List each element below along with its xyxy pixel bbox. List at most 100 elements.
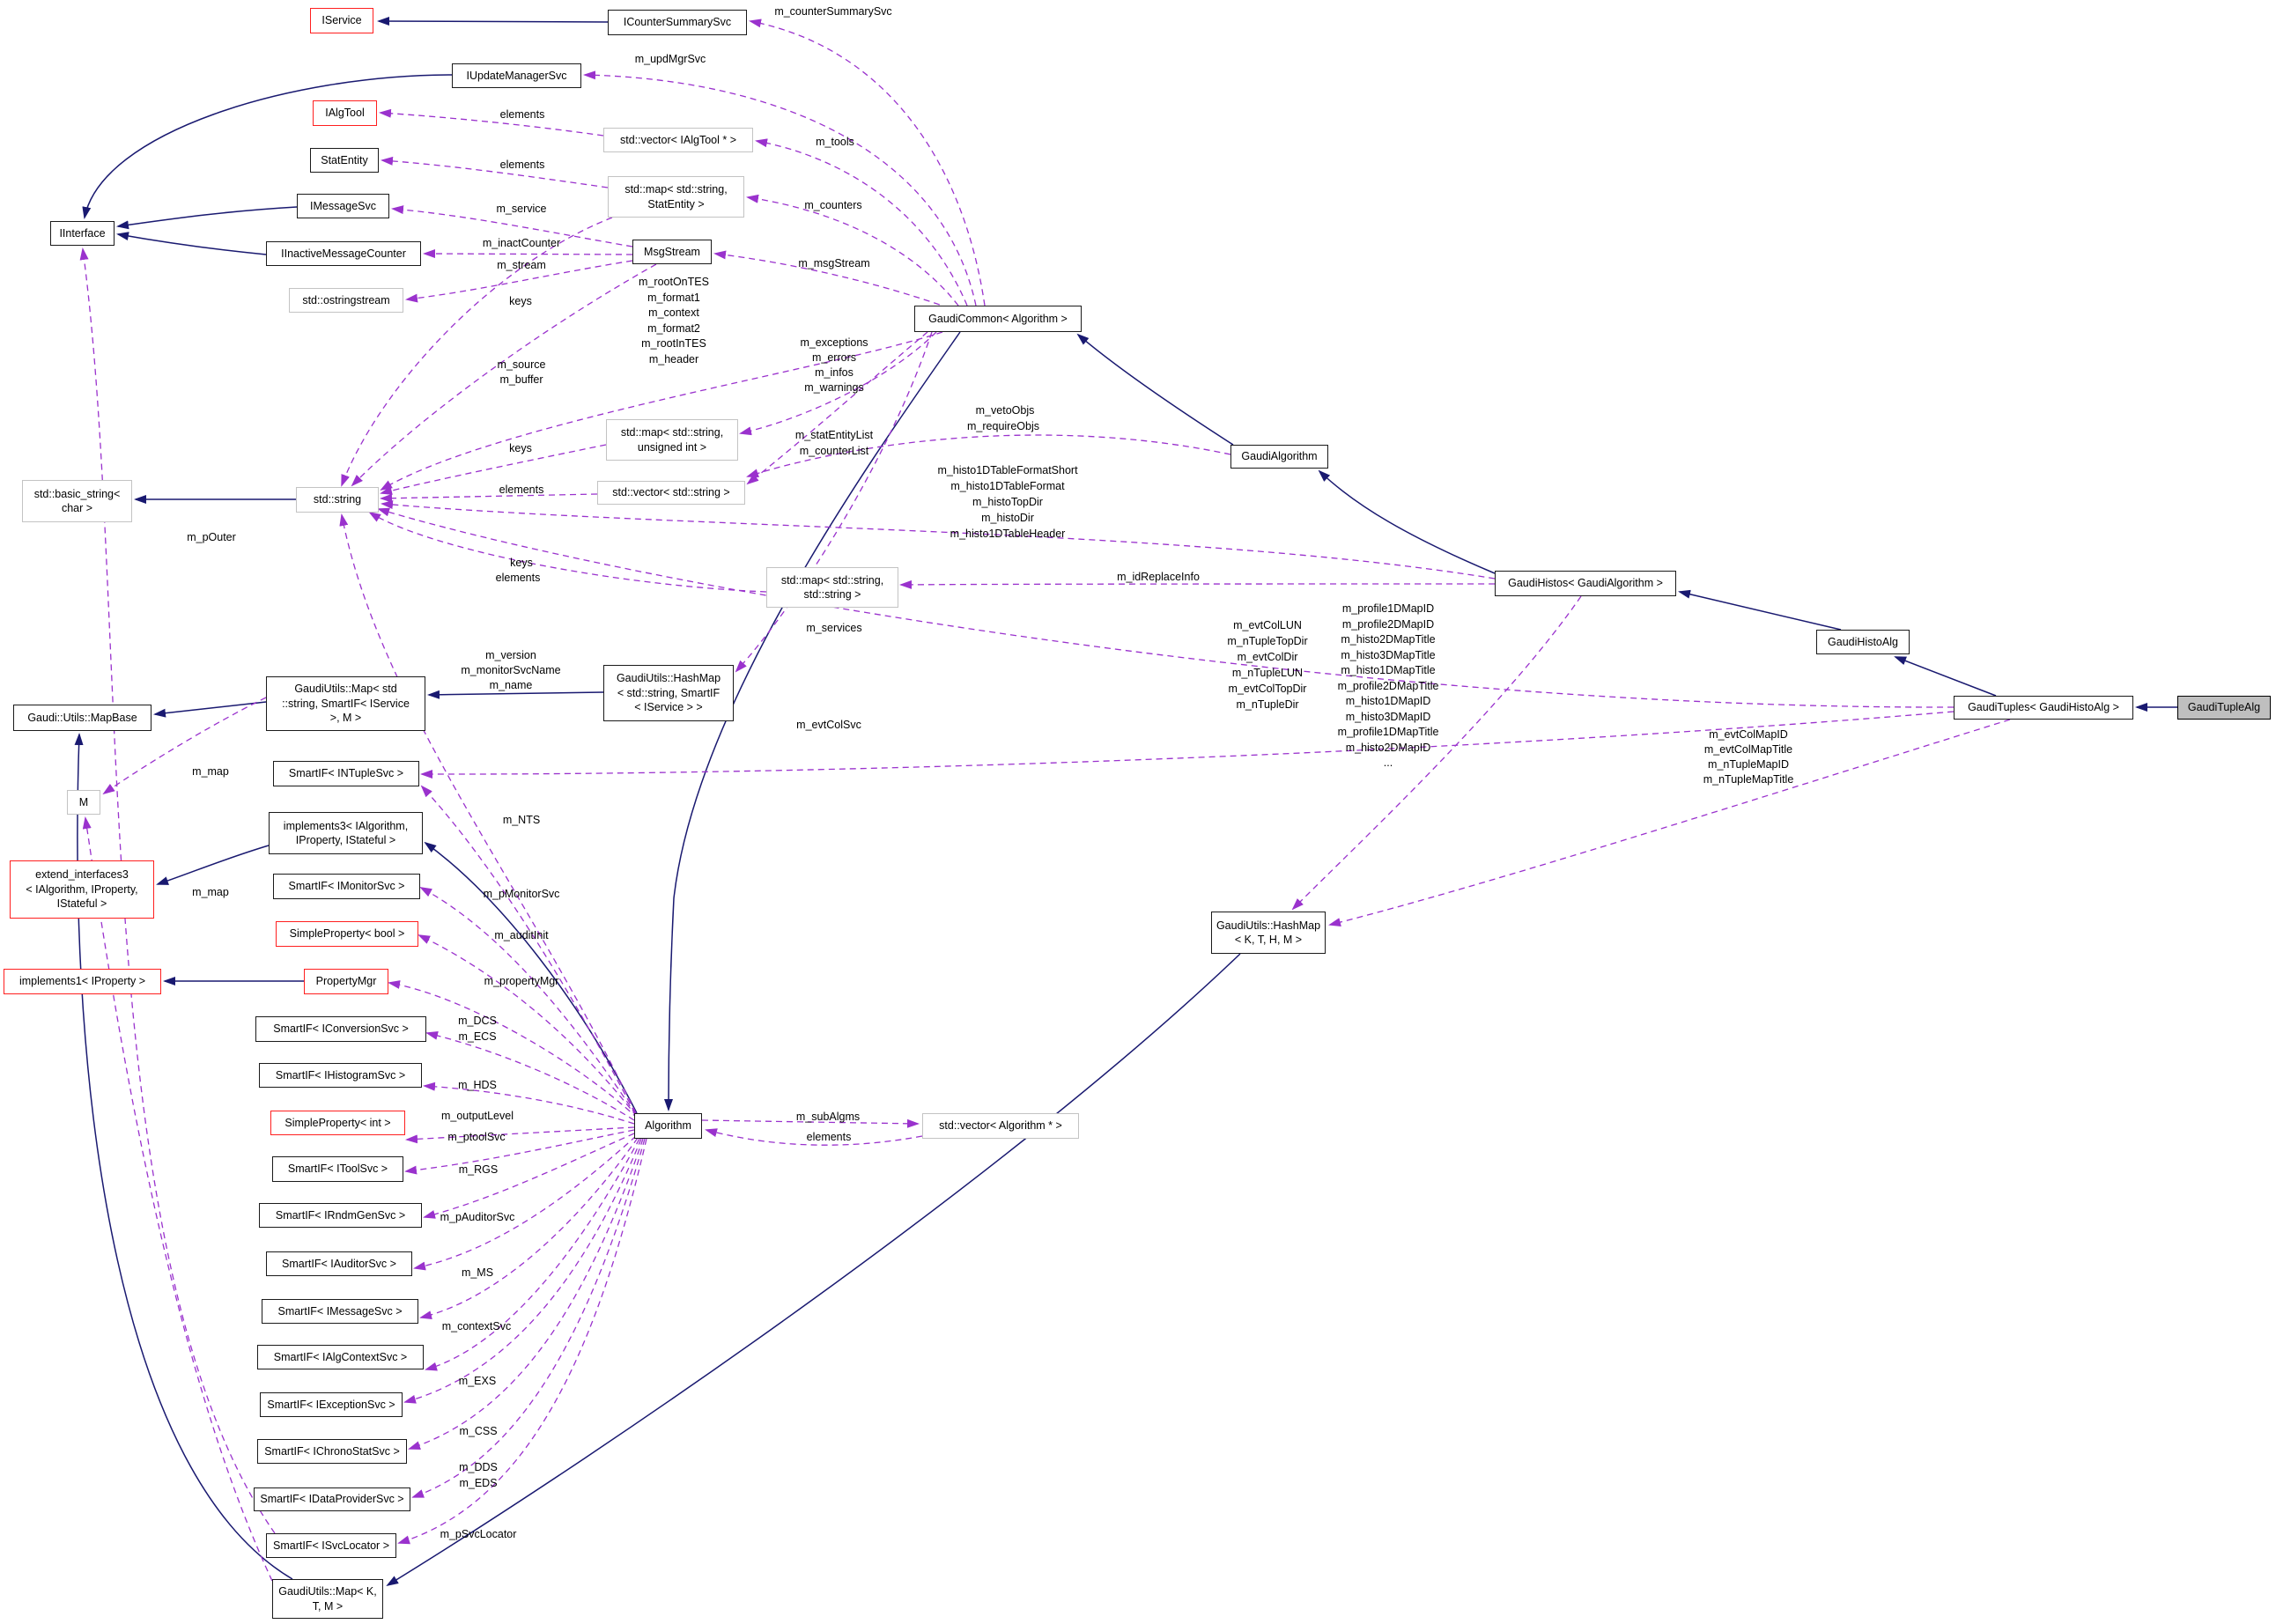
edge-algorithm-to-smartif_imonitorsvc <box>419 887 637 1116</box>
class-node-basic_string[interactable]: std::basic_string< char > <box>22 480 132 522</box>
edge-gaudiutils_map_svc-to-m_box <box>102 697 267 795</box>
edge-gaudiutils_map_svc-to-mapbase <box>153 701 267 718</box>
class-node-smartif_iauditorsvc[interactable]: SmartIF< IAuditorSvc > <box>266 1251 412 1276</box>
class-node-implements1[interactable]: implements1< IProperty > <box>4 969 161 994</box>
class-node-icountersummarysvc[interactable]: ICounterSummarySvc <box>608 10 747 35</box>
class-node-map_statentity[interactable]: std::map< std::string, StatEntity > <box>608 176 744 218</box>
class-node-smartif_iconversionsvc[interactable]: SmartIF< IConversionSvc > <box>255 1016 426 1042</box>
edge-algorithm-to-propertymgr <box>388 980 639 1119</box>
edge-gaudicommon-to-map_statentity <box>746 194 959 306</box>
class-node-simpleproperty_int[interactable]: SimpleProperty< int > <box>270 1111 405 1135</box>
edge-vec_algorithm-to-algorithm <box>705 1128 923 1146</box>
class-node-hashmap_svc[interactable]: GaudiUtils::HashMap < std::string, Smart… <box>603 665 734 721</box>
class-node-gaudialgorithm[interactable]: GaudiAlgorithm <box>1230 445 1328 469</box>
class-node-m_box[interactable]: M <box>67 790 100 815</box>
class-node-smartif_itoolsvc[interactable]: SmartIF< IToolSvc > <box>272 1156 403 1182</box>
class-node-gauditumplealg[interactable]: GaudiTupleAlg <box>2177 696 2271 720</box>
edge-gaudicommon-to-vec_ialgtool <box>755 138 968 306</box>
edge-gaudihistos-to-map_ss <box>899 579 1496 589</box>
edge-algorithm-to-smartif_ichronostatsvc <box>408 1138 644 1450</box>
class-node-smartif_idataprovidersvc[interactable]: SmartIF< IDataProviderSvc > <box>254 1487 410 1511</box>
class-node-smartif_irndmgensvc[interactable]: SmartIF< IRndmGenSvc > <box>259 1203 422 1228</box>
edge-algorithm-to-smartif_itoolsvc <box>404 1129 635 1175</box>
class-node-smartif_imessagesvc2[interactable]: SmartIF< IMessageSvc > <box>262 1299 418 1324</box>
edge-map_uint-to-stdstring <box>380 444 607 495</box>
class-node-smartif_ialgcontextsvc[interactable]: SmartIF< IAlgContextSvc > <box>257 1345 424 1369</box>
edge-gaudihistos-to-hashmap_kthm <box>1291 595 1582 911</box>
edge-gaudiutils_map_ktm-to-m_box <box>82 816 273 1582</box>
edge-gaudicommon-to-iupdatemanagersvc <box>583 70 977 306</box>
class-node-propertymgr[interactable]: PropertyMgr <box>304 969 388 994</box>
class-node-implements3[interactable]: implements3< IAlgorithm, IProperty, ISta… <box>269 812 423 854</box>
edge-algorithm-to-smartif_iauditorsvc <box>413 1135 637 1271</box>
edge-gaudicommon-to-msgstream <box>713 250 950 309</box>
class-node-gaudituples[interactable]: GaudiTuples< GaudiHistoAlg > <box>1954 696 2133 720</box>
class-node-gaudicommon[interactable]: GaudiCommon< Algorithm > <box>914 306 1082 332</box>
class-node-stdstring[interactable]: std::string <box>296 487 379 513</box>
class-node-vec_algorithm[interactable]: std::vector< Algorithm * > <box>922 1113 1079 1139</box>
edge-algorithm-to-smartif_iexceptionsvc <box>403 1138 642 1404</box>
class-node-smartif_ichronostatsvc[interactable]: SmartIF< IChronoStatSvc > <box>257 1439 407 1464</box>
class-node-mapbase[interactable]: Gaudi::Utils::MapBase <box>13 705 151 731</box>
edge-msgstream-to-imessagesvc <box>391 205 633 247</box>
class-node-extend_interfaces3[interactable]: extend_interfaces3 < IAlgorithm, IProper… <box>10 860 154 919</box>
class-node-ostringstream[interactable]: std::ostringstream <box>289 288 403 313</box>
edge-algorithm-to-smartif_imessagesvc2 <box>419 1137 639 1320</box>
class-node-map_ss[interactable]: std::map< std::string, std::string > <box>766 567 898 608</box>
class-node-simpleproperty_bool[interactable]: SimpleProperty< bool > <box>276 921 418 947</box>
edge-algorithm-to-vec_algorithm <box>701 1118 920 1128</box>
class-node-msgstream[interactable]: MsgStream <box>632 240 712 264</box>
class-node-gaudihistos[interactable]: GaudiHistos< GaudiAlgorithm > <box>1495 571 1676 596</box>
class-node-gaudihistoalg[interactable]: GaudiHistoAlg <box>1816 630 1910 654</box>
class-node-smartif_imonitorsvc[interactable]: SmartIF< IMonitorSvc > <box>273 874 420 899</box>
class-node-gaudiutils_map_ktm[interactable]: GaudiUtils::Map< K, T, M > <box>272 1579 383 1619</box>
class-node-iservice[interactable]: IService <box>310 8 373 33</box>
class-node-ialgtool[interactable]: IAlgTool <box>313 100 377 126</box>
edge-gaudialgorithm-to-gaudicommon <box>1076 333 1234 446</box>
class-node-smartif_ihistogramsvc[interactable]: SmartIF< IHistogramSvc > <box>259 1063 422 1088</box>
edge-implements3-to-extend_interfaces3 <box>156 845 270 885</box>
class-node-iinactivemessagecounter[interactable]: IInactiveMessageCounter <box>266 241 421 266</box>
edge-algorithm-to-simpleproperty_bool <box>418 934 638 1118</box>
class-node-iinterface[interactable]: IInterface <box>50 221 115 246</box>
edge-gaudicommon-to-map_uint <box>739 331 937 436</box>
edge-algorithm-to-smartif_isvclocator <box>397 1138 647 1545</box>
edge-algorithm-to-simpleproperty_int <box>405 1126 635 1144</box>
edge-msgstream-to-stdstring <box>351 263 657 487</box>
edge-icountersummarysvc-to-iservice <box>377 17 609 26</box>
edge-algorithm-to-implements3 <box>424 841 638 1114</box>
edge-map_ss-to-stdstring <box>368 511 767 593</box>
class-node-vec_string[interactable]: std::vector< std::string > <box>597 481 745 505</box>
class-node-smartif_iexceptionsvc[interactable]: SmartIF< IExceptionSvc > <box>260 1392 403 1417</box>
edge-iupdatemanagersvc-to-iinterface <box>82 74 453 219</box>
edge-msgstream-to-ostringstream <box>405 260 633 303</box>
edge-algorithm-to-smartif_idataprovidersvc <box>411 1138 646 1498</box>
class-node-gaudiutils_map_svc[interactable]: GaudiUtils::Map< std ::string, SmartIF< … <box>266 676 425 731</box>
class-node-smartif_intuplesvc[interactable]: SmartIF< INTupleSvc > <box>273 761 419 786</box>
class-node-statentity[interactable]: StatEntity <box>310 148 379 173</box>
edge-gaudicommon-to-hashmap_svc <box>735 331 933 673</box>
edge-smartif_isvclocator-to-iinterface <box>79 247 276 1534</box>
edge-map_statentity-to-stdstring <box>341 217 613 487</box>
edge-map_statentity-to-statentity <box>381 156 609 188</box>
edge-gaudituples-to-gaudihistoalg <box>1894 656 1997 697</box>
class-node-iupdatemanagersvc[interactable]: IUpdateManagerSvc <box>452 63 581 88</box>
edge-gaudituples-to-hashmap_kthm <box>1328 719 2011 926</box>
class-node-imessagesvc[interactable]: IMessageSvc <box>297 194 389 218</box>
edge-vec_string-to-stdstring <box>380 493 598 503</box>
class-node-algorithm[interactable]: Algorithm <box>634 1113 702 1139</box>
class-node-hashmap_kthm[interactable]: GaudiUtils::HashMap < K, T, H, M > <box>1211 912 1326 954</box>
edge-gaudihistoalg-to-gaudihistos <box>1678 589 1842 631</box>
class-node-map_uint[interactable]: std::map< std::string, unsigned int > <box>606 419 738 461</box>
edge-gaudicommon-to-icountersummarysvc <box>749 18 986 306</box>
edge-hashmap_svc-to-gaudiutils_map_svc <box>427 690 604 699</box>
edge-msgstream-to-iinactivemessagecounter <box>423 249 633 259</box>
class-node-vec_ialgtool[interactable]: std::vector< IAlgTool * > <box>603 128 753 152</box>
edge-algorithm-to-smartif_ialgcontextsvc <box>425 1138 640 1371</box>
edge-gaudihistos-to-stdstring <box>381 500 1496 579</box>
edge-gaudicommon-to-vec_string <box>746 331 928 485</box>
edge-iinactivemessagecounter-to-iinterface <box>116 232 267 255</box>
class-node-smartif_isvclocator[interactable]: SmartIF< ISvcLocator > <box>266 1533 396 1558</box>
